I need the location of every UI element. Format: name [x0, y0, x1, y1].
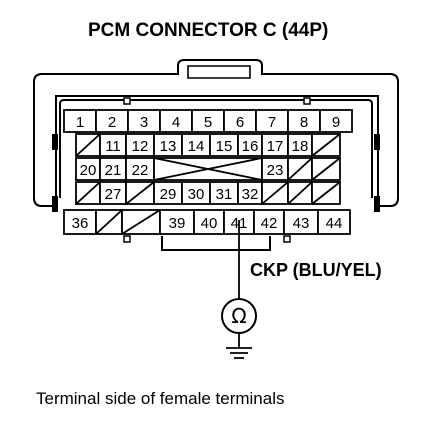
- terminal-number: 36: [72, 215, 89, 232]
- terminal-number: 11: [105, 138, 121, 155]
- terminal-number: 14: [188, 138, 205, 155]
- terminal-number: 20: [80, 162, 97, 179]
- terminal-number: 32: [242, 186, 259, 203]
- probe-label: CKP (BLU/YEL): [250, 260, 382, 280]
- terminal-number: 43: [293, 215, 310, 232]
- ohm-symbol: Ω: [231, 304, 246, 328]
- terminal-number: 7: [268, 114, 276, 131]
- terminal-cell: [319, 109, 353, 133]
- terminal-number: 31: [216, 186, 233, 203]
- diagram-title: PCM CONNECTOR C (44P): [88, 20, 328, 41]
- terminal-number: 23: [267, 162, 284, 179]
- terminal-number: 22: [132, 162, 149, 179]
- terminal-row-3-labels: 20 21 22 23: [80, 162, 284, 179]
- terminal-row-1-labels: 1 2 3 4 5 6 7 8 9: [76, 114, 340, 131]
- terminal-number: 40: [201, 215, 218, 232]
- terminal-cell: [317, 209, 351, 235]
- terminal-number: 12: [132, 138, 149, 155]
- terminal-number: 18: [292, 138, 309, 155]
- terminal-number: 4: [172, 114, 180, 131]
- terminal-row-4-labels: 27 29 30 31 32: [105, 186, 259, 203]
- terminal-cell: [63, 209, 97, 235]
- terminal-number: 15: [216, 138, 233, 155]
- terminal-row-3: [75, 157, 341, 181]
- terminal-number: 9: [332, 114, 340, 131]
- terminal-cell: [253, 209, 285, 235]
- terminal-row-1: [63, 109, 353, 133]
- terminal-number: 8: [300, 114, 308, 131]
- terminal-number: 17: [267, 138, 284, 155]
- connector-housing: [33, 59, 399, 251]
- terminal-number: 21: [105, 162, 122, 179]
- terminal-row-5-labels: 36 39 40 41 42 43 44: [72, 215, 343, 232]
- ohmmeter-icon: Ω: [221, 298, 257, 334]
- terminal-number: 27: [105, 186, 122, 203]
- terminal-row-4: [75, 181, 341, 205]
- terminal-row-2: [75, 133, 341, 157]
- terminal-row-2-labels: 11 12 13 14 15 16 17 18: [105, 138, 308, 155]
- terminal-number: 2: [108, 114, 116, 131]
- terminal-number: 6: [236, 114, 244, 131]
- terminal-number: 13: [160, 138, 177, 155]
- terminal-number: 5: [204, 114, 212, 131]
- terminal-number: 29: [160, 186, 177, 203]
- terminal-number: 1: [76, 114, 84, 131]
- terminal-number: 3: [140, 114, 148, 131]
- ground-icon: [226, 333, 252, 359]
- terminal-number: 30: [188, 186, 205, 203]
- terminal-number: 39: [169, 215, 186, 232]
- diagram-caption: Terminal side of female terminals: [36, 389, 284, 408]
- terminal-number: 44: [326, 215, 343, 232]
- terminal-number: 42: [261, 215, 278, 232]
- terminal-number: 16: [242, 138, 259, 155]
